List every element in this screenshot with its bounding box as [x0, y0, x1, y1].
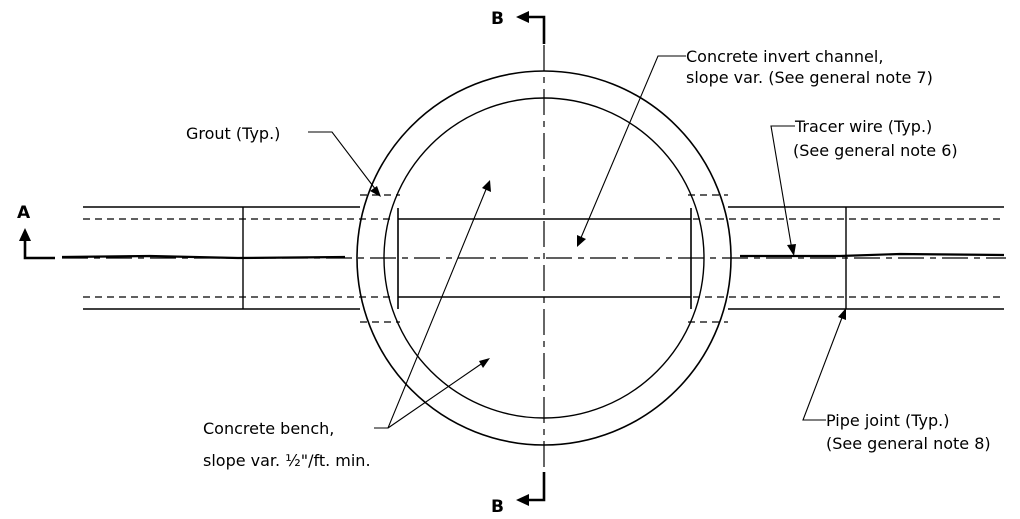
tracer-wire [61, 252, 1005, 260]
invert-channel-callout-line1: Concrete invert channel, [686, 47, 883, 66]
tracer-wire-leader [770, 125, 796, 256]
section-a-marker: A [17, 203, 55, 260]
grout-callout: Grout (Typ.) [186, 124, 280, 143]
tracer-wire-callout-line2: (See general note 6) [793, 141, 958, 160]
invert-channel-leader [577, 55, 686, 247]
section-b-bottom-label: B [491, 497, 504, 517]
grout-leader [308, 131, 381, 197]
section-b-top-label: B [491, 9, 504, 29]
concrete-bench-callout-line1: Concrete bench, [203, 419, 334, 438]
section-b-top-marker: B [491, 9, 546, 44]
pipe-joint-leader [802, 308, 846, 421]
pipe-joint-callout-line2: (See general note 8) [826, 434, 991, 453]
concrete-bench-leaders [374, 180, 491, 429]
invert-channel-callout-line2: slope var. (See general note 7) [686, 68, 933, 87]
concrete-bench-callout-line2: slope var. ½"/ft. min. [203, 451, 371, 470]
section-b-bottom-marker: B [491, 472, 546, 517]
grout-hidden-lines [360, 194, 728, 323]
pipe-joint-callout-line1: Pipe joint (Typ.) [826, 411, 949, 430]
tracer-wire-callout-line1: Tracer wire (Typ.) [794, 117, 932, 136]
left-pipe [83, 206, 395, 310]
section-a-label: A [17, 203, 31, 223]
